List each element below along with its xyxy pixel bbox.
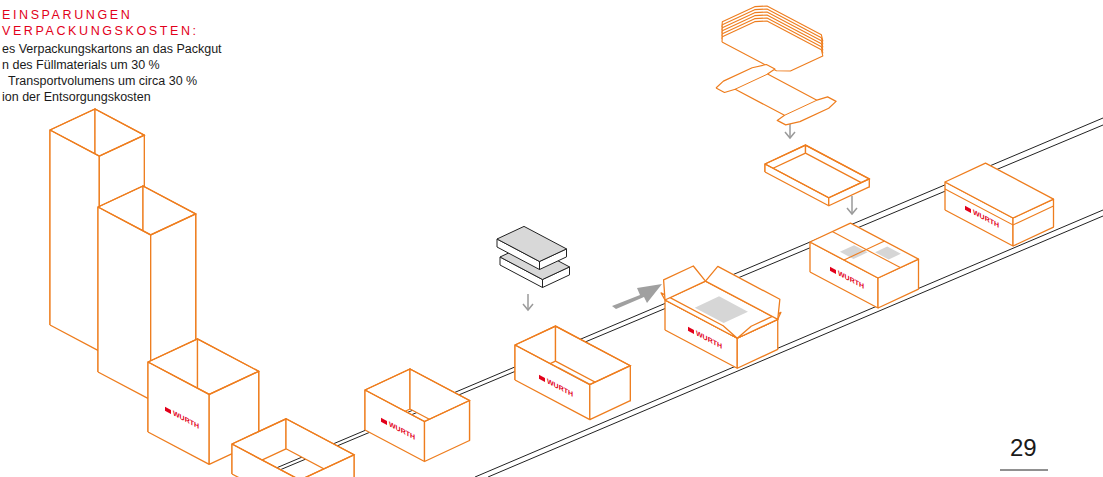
box-rim xyxy=(365,369,470,422)
box-outline xyxy=(425,401,470,462)
page-rule xyxy=(1000,470,1048,471)
box-outline xyxy=(515,345,590,420)
box-outline xyxy=(765,164,829,206)
note: Transportvolumens um circa 30 % xyxy=(8,74,197,89)
note: n des Füllmaterials um 30 % xyxy=(2,58,160,73)
process-arrow xyxy=(612,284,662,309)
arrow xyxy=(527,294,529,310)
box-rim xyxy=(765,145,869,198)
arrow xyxy=(851,196,853,214)
lid-fold xyxy=(844,241,885,260)
box-flap xyxy=(664,266,706,300)
box-outline xyxy=(50,130,99,351)
box-outline xyxy=(829,179,870,206)
fold-line xyxy=(735,74,767,89)
box-outline xyxy=(148,362,209,464)
box-rim xyxy=(98,186,196,235)
box-outline xyxy=(945,163,1054,218)
box-outline xyxy=(810,223,919,278)
heading: EINSPARUNGEN xyxy=(2,8,132,23)
note: ion der Entsorgungskosten xyxy=(2,90,151,105)
arrow xyxy=(847,208,857,214)
cardboard-blank xyxy=(716,64,836,124)
box-contents xyxy=(840,245,868,259)
conveyor-rail xyxy=(475,210,1103,477)
box-rim xyxy=(515,326,630,385)
cardboard-sheet xyxy=(722,21,823,71)
arrow xyxy=(785,132,795,138)
arrow xyxy=(523,304,533,310)
box-rim xyxy=(148,339,259,395)
conveyor-rail xyxy=(255,118,1103,477)
box-outline xyxy=(590,366,631,420)
box-outline xyxy=(98,207,151,400)
lid-edge xyxy=(945,189,1054,225)
box-contents xyxy=(695,296,748,323)
heading: VERPACKUNGSKOSTEN: xyxy=(2,24,199,39)
page-number: 29 xyxy=(1010,434,1037,463)
box-contents xyxy=(875,247,901,260)
lid-fold xyxy=(832,232,900,268)
box-outline xyxy=(365,390,425,462)
box-outline xyxy=(806,145,870,187)
conveyor-rail xyxy=(488,216,1103,477)
box-rim xyxy=(50,109,144,156)
conveyor-rail xyxy=(263,125,1103,477)
note: es Verpackungskartons an das Packgut xyxy=(2,42,222,57)
book xyxy=(497,226,567,261)
fold-line xyxy=(785,100,817,115)
box-rim xyxy=(232,419,354,477)
